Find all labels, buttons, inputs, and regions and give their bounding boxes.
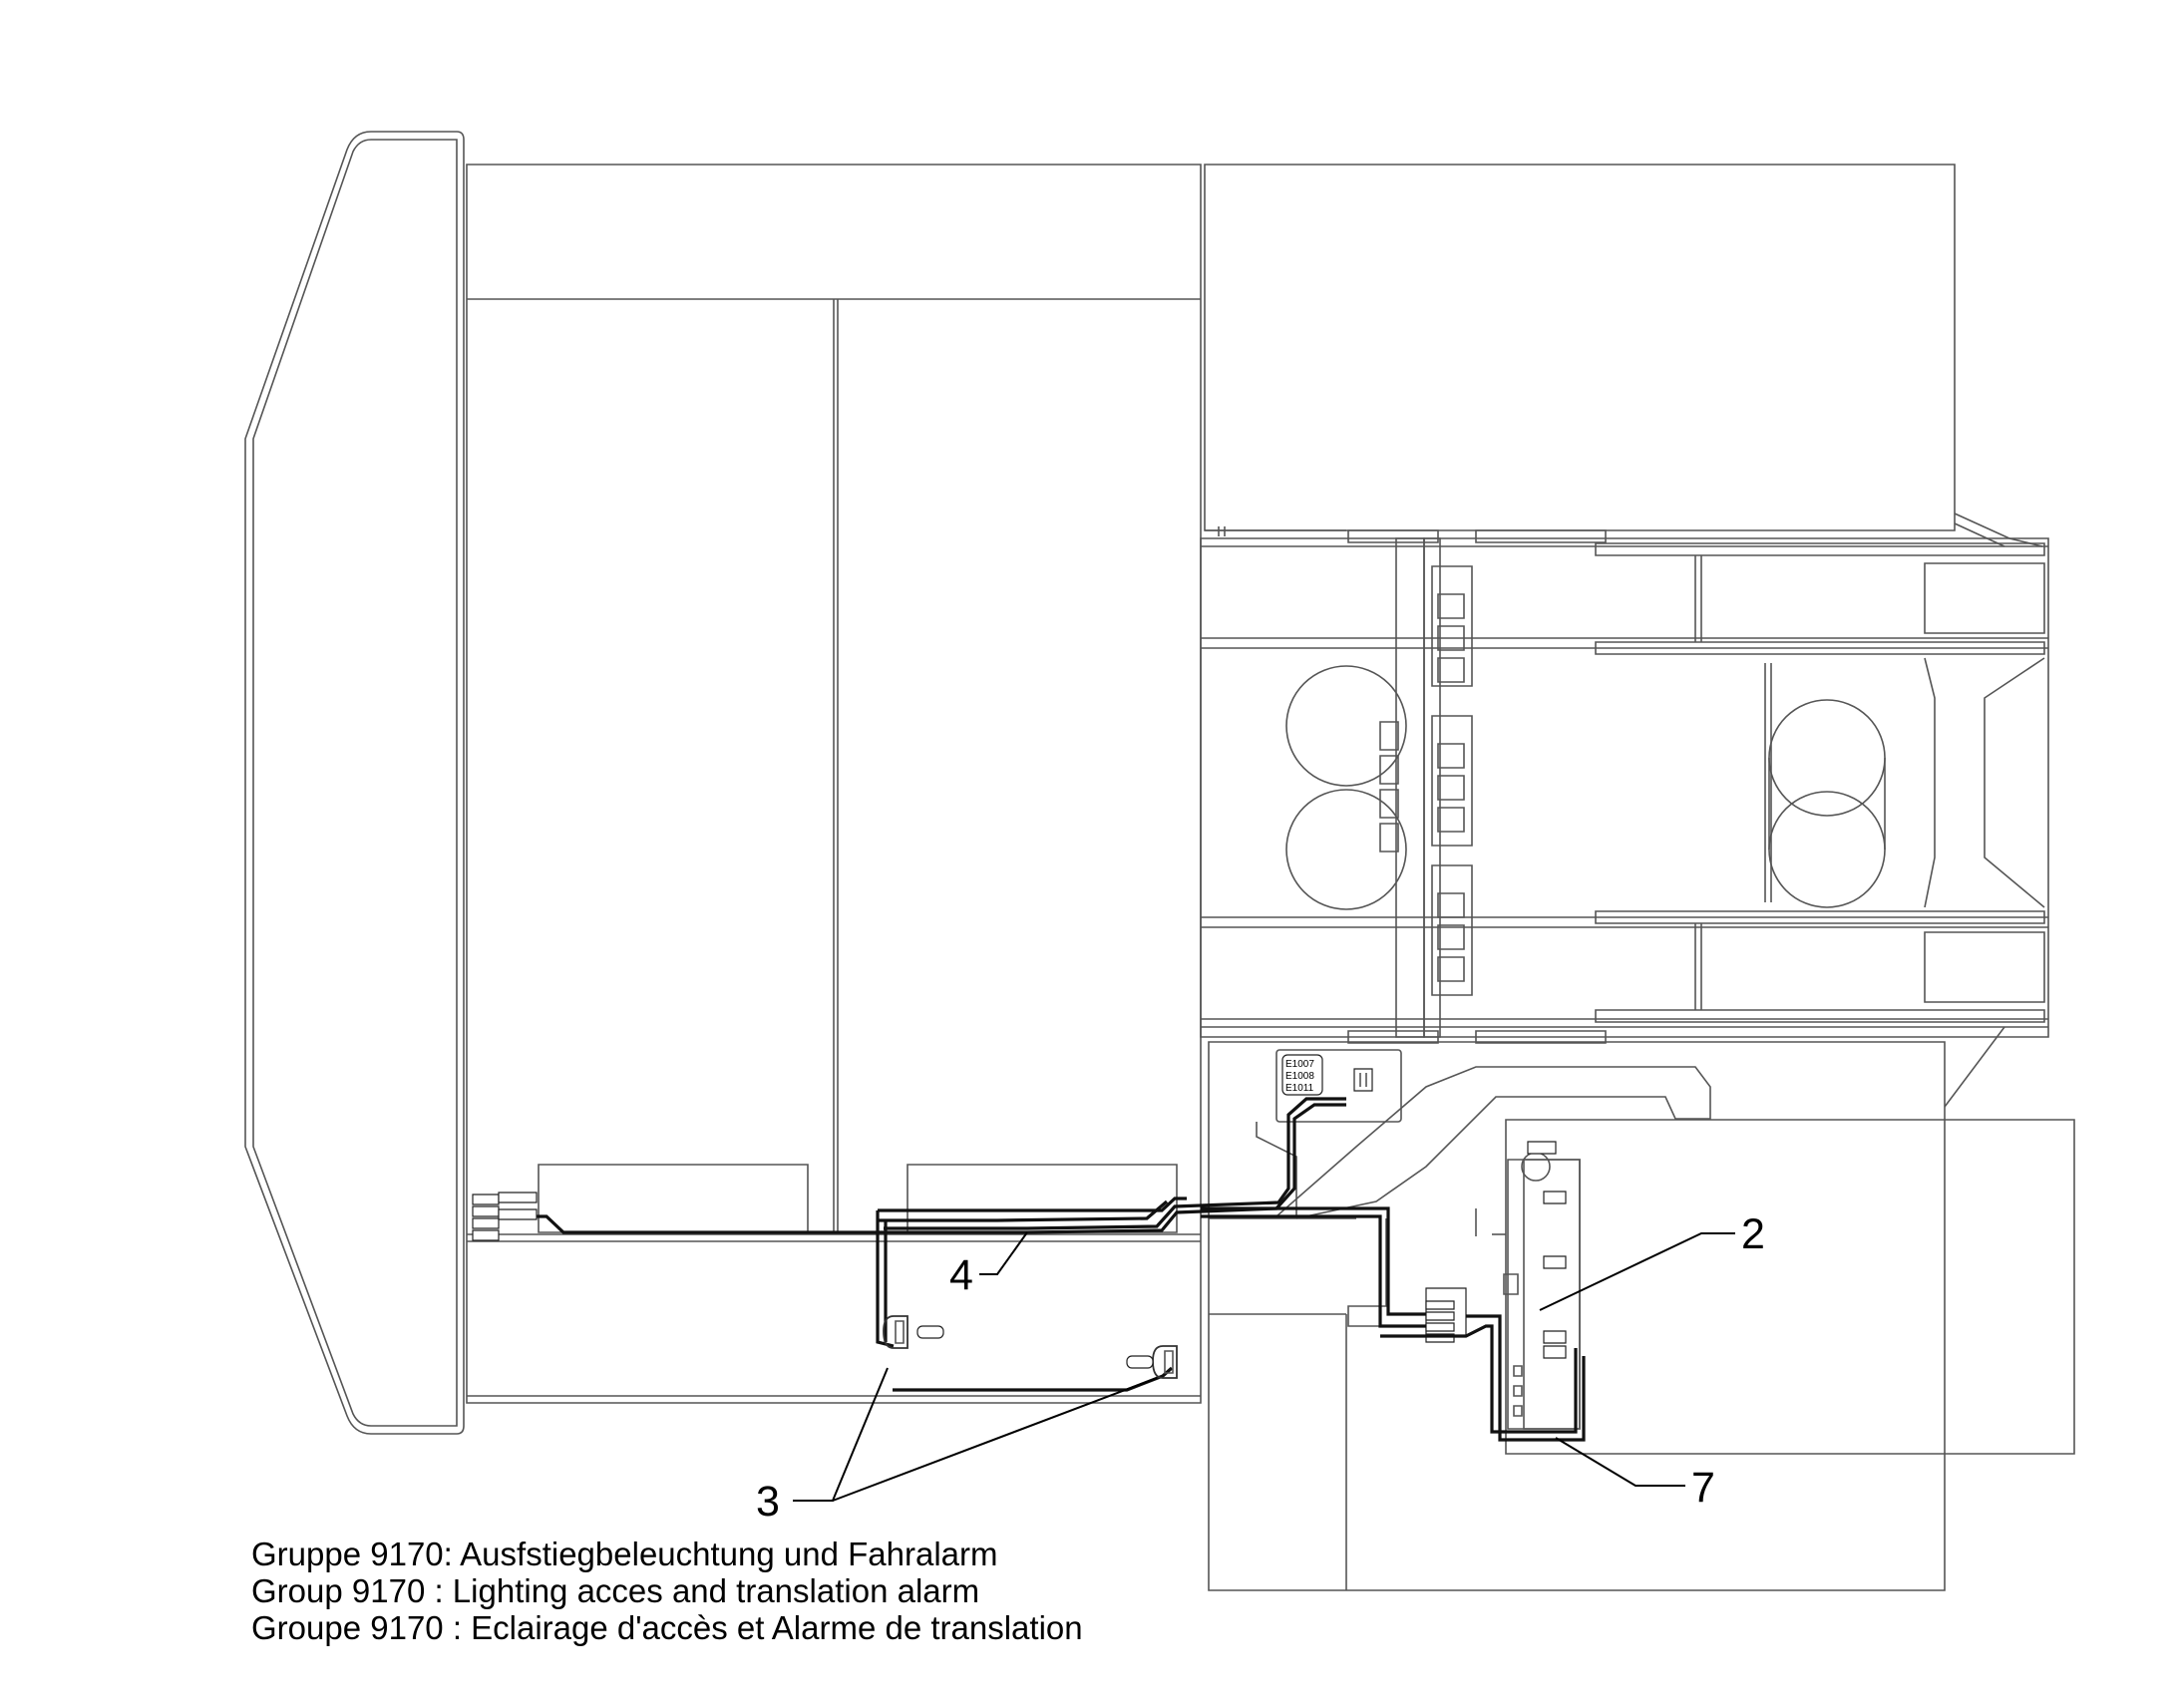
- caption-french: Groupe 9170 : Eclairage d'accès et Alarm…: [251, 1609, 1083, 1646]
- diagram-caption: Gruppe 9170: Ausfstiegbeleuchtung und Fa…: [251, 1536, 1083, 1646]
- upper-panels: [467, 165, 1201, 1403]
- callout-4: 4: [949, 1251, 973, 1299]
- caption-german: Gruppe 9170: Ausfstiegbeleuchtung und Fa…: [251, 1536, 998, 1572]
- callout-7: 7: [1691, 1464, 1715, 1512]
- undercarriage-frame: [1201, 530, 2048, 1043]
- engine-cover: [1205, 165, 2042, 546]
- left-connectors: [473, 1193, 537, 1240]
- access-lamp-right: [1127, 1346, 1177, 1378]
- relay-label-1: E1007: [1285, 1059, 1314, 1070]
- front-cab-outline: [245, 132, 464, 1434]
- access-lamp-left: [884, 1316, 943, 1348]
- leader-lines: [793, 1232, 1735, 1501]
- callout-3: 3: [756, 1478, 780, 1526]
- lower-platform: E1007 E1008 E1011: [1209, 1027, 2074, 1590]
- wiring-harness: [499, 1099, 1584, 1440]
- caption-english: Group 9170 : Lighting acces and translat…: [251, 1572, 980, 1609]
- relay-label-3: E1011: [1285, 1083, 1314, 1094]
- relay-label-2: E1008: [1285, 1071, 1314, 1082]
- callout-2: 2: [1741, 1210, 1765, 1258]
